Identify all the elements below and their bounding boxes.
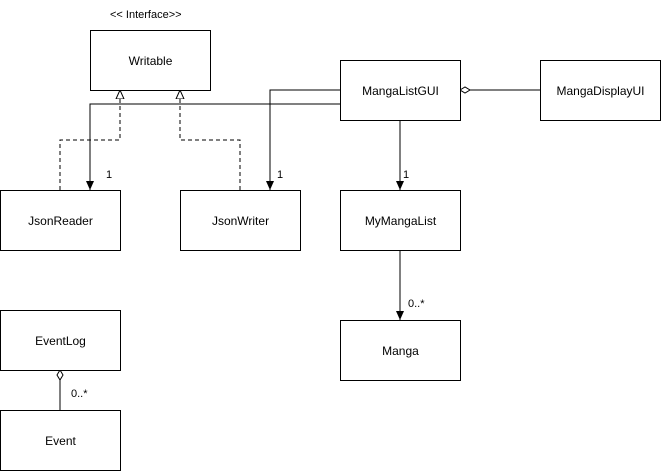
multiplicity-gui-jsonreader: 1 — [106, 169, 113, 181]
class-manga-list-gui-label: MangaListGUI — [362, 83, 439, 98]
class-my-manga-list: MyMangaList — [340, 190, 461, 251]
class-json-reader: JsonReader — [0, 190, 121, 251]
class-manga-label: Manga — [382, 343, 419, 358]
multiplicity-eventlog-event: 0..* — [71, 388, 88, 400]
class-event: Event — [0, 410, 121, 471]
class-event-log: EventLog — [0, 310, 121, 371]
class-json-reader-label: JsonReader — [28, 213, 93, 228]
association-gui-jsonwriter — [266, 89, 340, 190]
multiplicity-gui-jsonwriter: 1 — [277, 169, 284, 181]
class-writable: Writable — [90, 30, 211, 91]
class-manga-display-ui-label: MangaDisplayUI — [556, 83, 645, 98]
interface-stereotype: << Interface>> — [110, 9, 182, 21]
class-json-writer-label: JsonWriter — [211, 213, 270, 228]
class-event-label: Event — [45, 433, 76, 448]
class-manga-list-gui: MangaListGUI — [340, 60, 461, 121]
association-gui-jsonreader — [86, 103, 340, 190]
multiplicity-mymangalist-manga: 0..* — [408, 298, 425, 310]
class-manga: Manga — [340, 320, 461, 381]
class-manga-display-ui: MangaDisplayUI — [540, 60, 661, 121]
class-json-writer: JsonWriter — [180, 190, 301, 251]
class-writable-label: Writable — [128, 53, 173, 68]
multiplicity-gui-mymangalist: 1 — [403, 169, 410, 181]
class-my-manga-list-label: MyMangaList — [364, 213, 437, 228]
class-event-log-label: EventLog — [35, 333, 86, 348]
realization-jsonwriter-writable — [180, 90, 241, 190]
